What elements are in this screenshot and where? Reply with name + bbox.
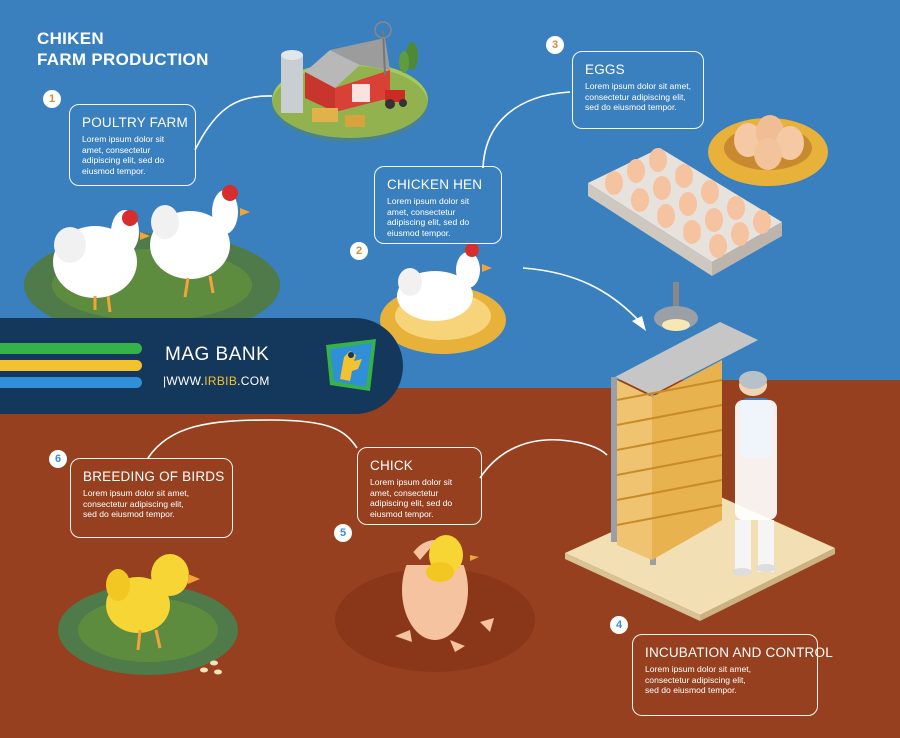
step-1-box: POULTRY FARM Lorem ipsum dolor sit amet,… — [69, 104, 196, 186]
step-5-box: CHICK Lorem ipsum dolor sit amet, consec… — [357, 447, 482, 525]
bank-url: |WWW.IRBIB.COM — [163, 374, 270, 388]
step-6-box: BREEDING OF BIRDS Lorem ipsum dolor sit … — [70, 458, 233, 538]
step-3-heading: EGGS — [585, 62, 625, 77]
title-line-2: FARM PRODUCTION — [37, 50, 209, 69]
hens-illustration — [24, 185, 280, 337]
farm-island-illustration — [272, 21, 428, 142]
stripe-blue — [0, 377, 142, 388]
connector-4 — [479, 438, 608, 479]
step-5-text: Lorem ipsum dolor sit amet, consectetur … — [370, 477, 453, 519]
bank-url-highlight: IRBIB — [204, 374, 238, 388]
step-3-text: Lorem ipsum dolor sit amet, consectetur … — [585, 81, 692, 113]
step-3-number: 3 — [546, 36, 564, 54]
incubation-illustration — [565, 282, 835, 621]
connector-3 — [147, 419, 358, 459]
arrow-head — [632, 316, 646, 331]
chick-illustration — [58, 554, 238, 675]
title-line-1: CHIKEN — [37, 29, 104, 48]
step-2-box: CHICKEN HEN Lorem ipsum dolor sit amet, … — [374, 166, 502, 244]
bank-url-prefix: |WWW. — [163, 374, 205, 388]
bank-url-suffix: .COM — [237, 374, 270, 388]
step-2-text: Lorem ipsum dolor sit amet, consectetur … — [387, 196, 470, 238]
step-4-number: 4 — [610, 616, 628, 634]
arrow-line — [522, 267, 641, 323]
step-1-heading: POULTRY FARM — [82, 115, 188, 130]
step-5-number: 5 — [334, 524, 352, 542]
connector-lines — [147, 91, 641, 479]
bank-name: MAG BANK — [165, 344, 270, 365]
hen-on-nest-illustration — [380, 243, 506, 354]
egg-tray-illustration — [588, 148, 782, 276]
hatching-chick-illustration — [335, 535, 535, 672]
step-2-number: 2 — [350, 242, 368, 260]
step-5-heading: CHICK — [370, 458, 414, 473]
connector-2 — [482, 91, 571, 169]
step-3-box: EGGS Lorem ipsum dolor sit amet, consect… — [572, 51, 704, 129]
step-6-text: Lorem ipsum dolor sit amet, consectetur … — [83, 488, 190, 520]
bank-logo-icon — [326, 339, 376, 391]
connector-1 — [194, 95, 273, 151]
stripe-yellow — [0, 360, 142, 371]
egg-nest-illustration — [708, 115, 828, 186]
step-2-heading: CHICKEN HEN — [387, 177, 483, 192]
step-4-box: INCUBATION AND CONTROL Lorem ipsum dolor… — [632, 634, 833, 716]
step-6-heading: BREEDING OF BIRDS — [83, 469, 225, 484]
step-1-number: 1 — [43, 90, 61, 108]
step-4-heading: INCUBATION AND CONTROL — [645, 645, 833, 660]
step-6-number: 6 — [49, 450, 67, 468]
page-title: CHIKEN FARM PRODUCTION — [37, 28, 209, 70]
step-1-text: Lorem ipsum dolor sit amet, consectetur … — [82, 134, 165, 176]
stripe-green — [0, 343, 142, 354]
step-4-text: Lorem ipsum dolor sit amet, consectetur … — [645, 664, 752, 696]
